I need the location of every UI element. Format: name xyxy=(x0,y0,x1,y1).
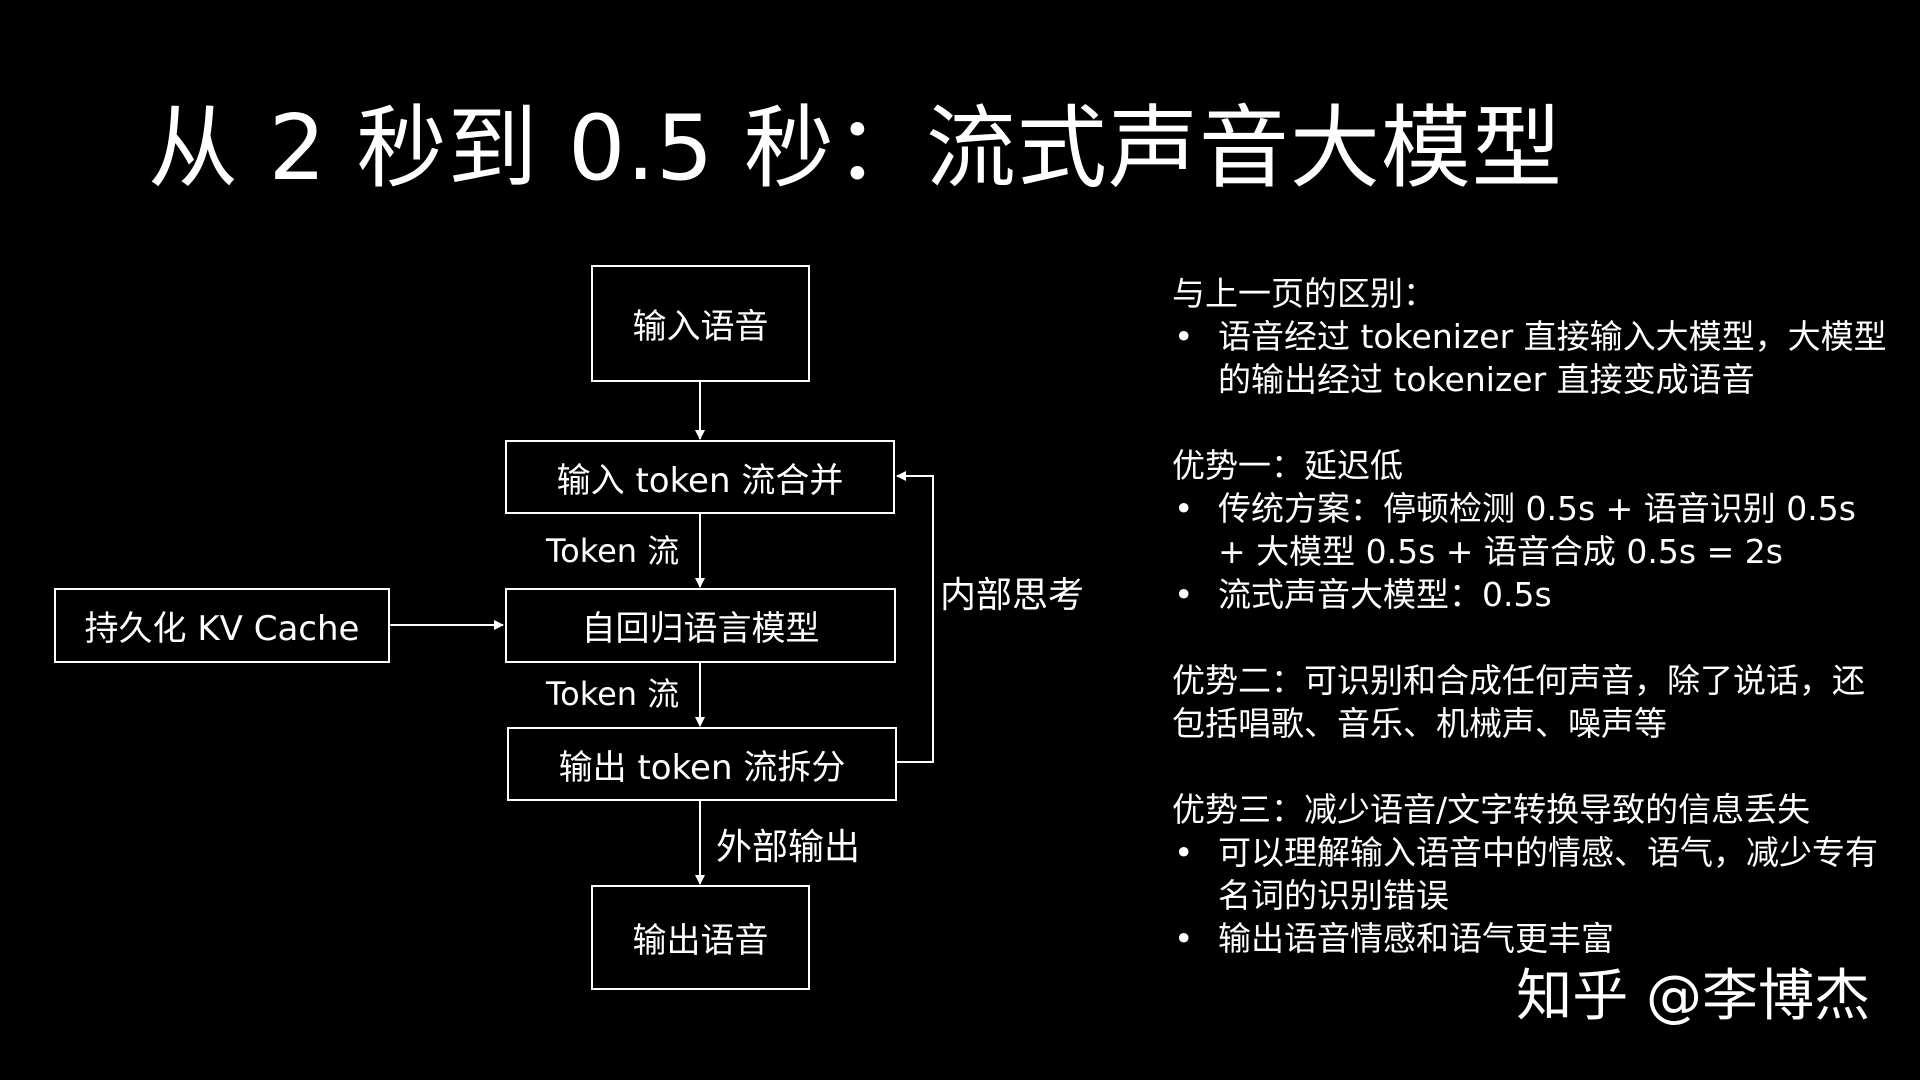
output-speech-box: 输出语音 xyxy=(591,885,810,990)
slide-title: 从 2 秒到 0.5 秒：流式声音大模型 xyxy=(148,96,1563,201)
autoregressive-model-box: 自回归语言模型 xyxy=(505,588,896,663)
advantage-one-heading: 优势一：延迟低 xyxy=(1172,446,1403,485)
output-token-split-box: 输出 token 流拆分 xyxy=(507,727,897,801)
advantage-three-list: 可以理解输入语音中的情感、语气，减少专有名词的识别错误 输出语音情感和语气更丰富 xyxy=(1172,831,1892,960)
input-token-merge-box: 输入 token 流合并 xyxy=(505,440,895,514)
advantage-one-item: 流式声音大模型：0.5s xyxy=(1172,573,1892,616)
difference-section: 与上一页的区别： 语音经过 tokenizer 直接输入大模型，大模型的输出经过… xyxy=(1172,272,1892,401)
difference-item: 语音经过 tokenizer 直接输入大模型，大模型的输出经过 tokenize… xyxy=(1172,315,1892,401)
internal-thinking-label: 内部思考 xyxy=(940,575,1085,616)
zhihu-watermark: 知乎 @李博杰 xyxy=(1516,964,1870,1029)
difference-heading: 与上一页的区别： xyxy=(1172,274,1436,313)
token-flow-label-2: Token 流 xyxy=(546,675,680,713)
advantage-three-heading: 优势三：减少语音/文字转换导致的信息丢失 xyxy=(1172,790,1811,829)
token-flow-label-1: Token 流 xyxy=(546,532,680,570)
advantage-two-section: 优势二：可识别和合成任何声音，除了说话，还包括唱歌、音乐、机械声、噪声等 xyxy=(1172,659,1892,745)
advantage-three-section: 优势三：减少语音/文字转换导致的信息丢失 可以理解输入语音中的情感、语气，减少专… xyxy=(1172,788,1892,960)
input-speech-box: 输入语音 xyxy=(591,265,810,382)
notes-panel: 与上一页的区别： 语音经过 tokenizer 直接输入大模型，大模型的输出经过… xyxy=(1172,272,1892,1003)
advantage-one-section: 优势一：延迟低 传统方案：停顿检测 0.5s + 语音识别 0.5s + 大模型… xyxy=(1172,444,1892,616)
advantage-two-text: 优势二：可识别和合成任何声音，除了说话，还包括唱歌、音乐、机械声、噪声等 xyxy=(1172,661,1865,743)
difference-list: 语音经过 tokenizer 直接输入大模型，大模型的输出经过 tokenize… xyxy=(1172,315,1892,401)
advantage-three-item: 可以理解输入语音中的情感、语气，减少专有名词的识别错误 xyxy=(1172,831,1892,917)
arrow-internal-thinking-loop xyxy=(896,471,934,763)
external-output-label: 外部输出 xyxy=(716,827,861,868)
kv-cache-box: 持久化 KV Cache xyxy=(54,588,390,663)
advantage-one-item: 传统方案：停顿检测 0.5s + 语音识别 0.5s + 大模型 0.5s + … xyxy=(1172,487,1892,573)
advantage-one-list: 传统方案：停顿检测 0.5s + 语音识别 0.5s + 大模型 0.5s + … xyxy=(1172,487,1892,616)
advantage-three-item: 输出语音情感和语气更丰富 xyxy=(1172,917,1892,960)
